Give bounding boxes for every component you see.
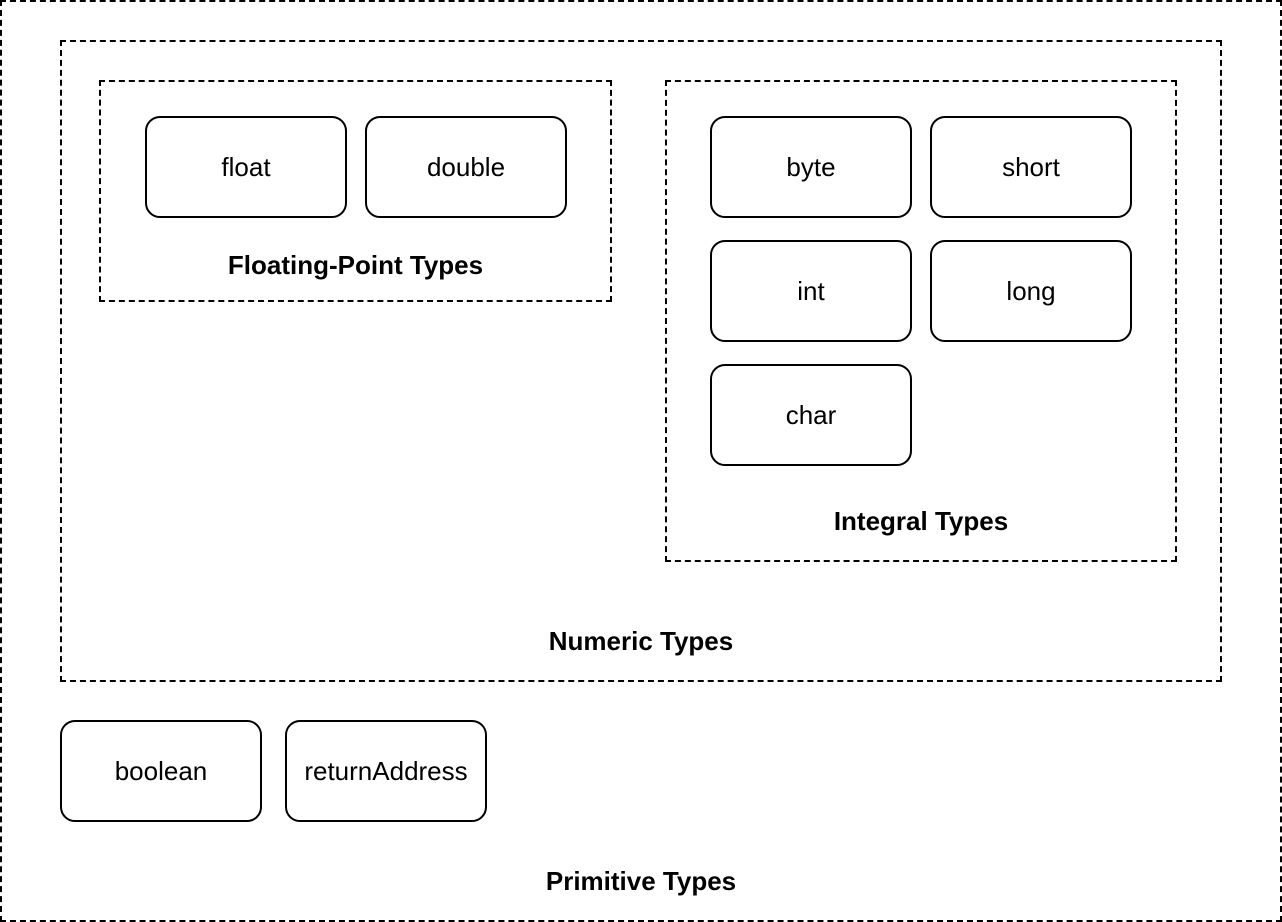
integral-types-label: Integral Types	[833, 506, 1009, 536]
type-box-byte: byte	[710, 116, 912, 218]
type-box-int: int	[710, 240, 912, 342]
numeric-types-label: Numeric Types	[548, 626, 734, 656]
type-box-short: short	[930, 116, 1132, 218]
floating-point-types-label: Floating-Point Types	[227, 250, 484, 280]
type-box-long: long	[930, 240, 1132, 342]
integral-types-group: Integral Types	[665, 80, 1177, 562]
numeric-types-group: Numeric Types	[60, 40, 1222, 682]
floating-point-types-group: Floating-Point Types	[99, 80, 612, 302]
type-box-char: char	[710, 364, 912, 466]
type-box-double: double	[365, 116, 567, 218]
primitive-types-label: Primitive Types	[545, 866, 737, 896]
type-box-boolean: boolean	[60, 720, 262, 822]
type-box-float: float	[145, 116, 347, 218]
type-box-return-address: returnAddress	[285, 720, 487, 822]
